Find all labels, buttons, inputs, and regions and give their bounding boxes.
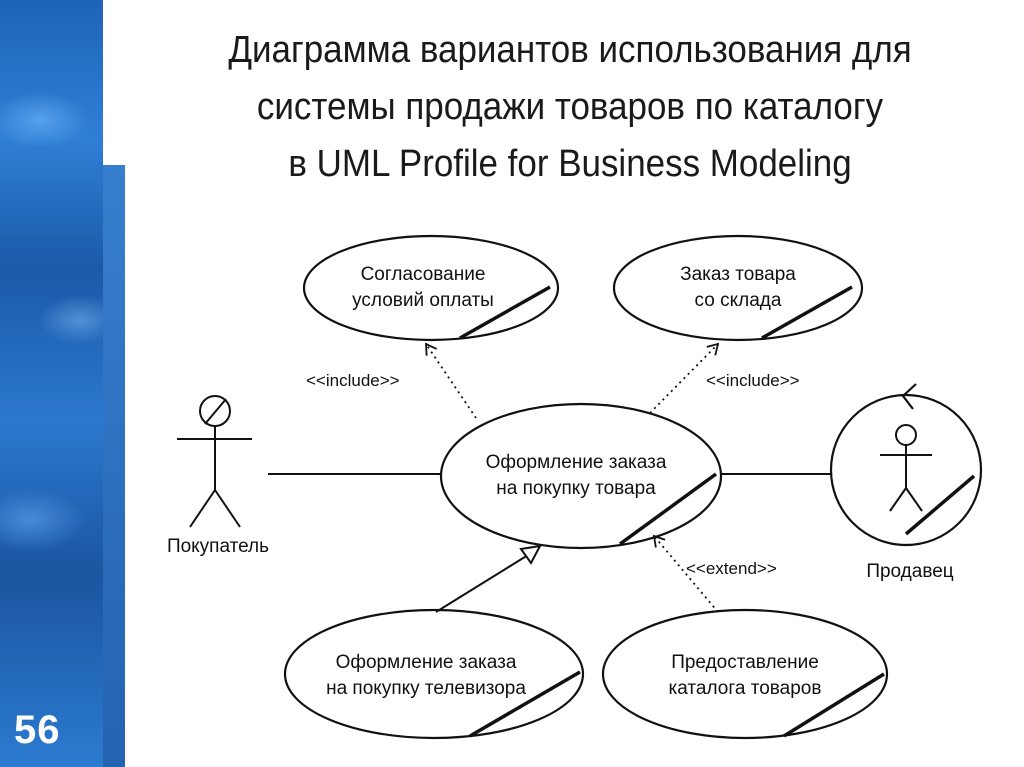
include-label-right: <<include>>	[706, 371, 800, 390]
slide-number: 56	[14, 708, 61, 752]
title-notch	[103, 0, 125, 165]
use-case-ellipse	[612, 234, 864, 342]
use-case-label-line-1: Оформление заказа	[486, 452, 667, 473]
include-label-left: <<include>>	[306, 371, 400, 390]
actor-leg-right	[905, 487, 923, 512]
use-case-label-line-1: Согласование	[361, 264, 486, 285]
include-arrow-left	[425, 342, 477, 419]
control-arrow-icon	[901, 383, 917, 410]
actor-label: Покупатель	[167, 536, 269, 557]
title-line-1: Диаграмма вариантов использования для	[228, 29, 912, 71]
business-use-case-stroke	[469, 670, 581, 738]
business-use-case-stroke	[783, 672, 885, 738]
actor-leg-left	[189, 489, 216, 528]
side-strip	[103, 0, 125, 767]
title-line-3: в UML Profile for Business Modeling	[288, 143, 852, 185]
use-case-label-line-1: Предоставление	[671, 652, 819, 673]
use-case-label-line-2: со склада	[695, 290, 782, 311]
use-case-payment-terms: Согласование условий оплаты	[302, 234, 560, 342]
extend-arrow	[652, 534, 719, 613]
actor-head-icon	[895, 424, 917, 446]
generalization-line	[435, 554, 529, 613]
use-case-ellipse	[439, 402, 723, 550]
actor-buyer: Покупатель	[167, 395, 269, 557]
use-case-label-line-2: условий оплаты	[352, 290, 494, 311]
title-line-2: системы продажи товаров по каталогу	[256, 86, 884, 128]
business-worker-stroke	[904, 474, 976, 536]
business-use-case-stroke	[459, 285, 551, 340]
business-actor-mark	[204, 398, 227, 425]
use-case-purchase-order: Оформление заказа на покупку товара	[439, 402, 723, 550]
use-case-label-line-2: на покупку телевизора	[326, 678, 526, 699]
use-case-label-line-1: Заказ товара	[680, 264, 796, 285]
use-case-warehouse-order: Заказ товара со склада	[612, 234, 864, 342]
actor-leg-right	[214, 489, 241, 528]
use-case-tv-order: Оформление заказа на покупку телевизора	[283, 608, 585, 740]
use-case-ellipse	[302, 234, 560, 342]
use-case-catalog: Предоставление каталога товаров	[601, 608, 889, 740]
use-case-ellipse	[601, 608, 889, 740]
actor-leg-left	[889, 487, 907, 512]
use-case-label-line-1: Оформление заказа	[336, 652, 517, 673]
slide-title: Диаграмма вариантов использования для си…	[170, 22, 970, 193]
extend-label: <<extend>>	[686, 559, 777, 578]
include-arrow-right	[649, 342, 720, 414]
use-case-label-line-2: на покупку товара	[496, 478, 656, 499]
use-case-label-line-2: каталога товаров	[669, 678, 822, 699]
actor-label: Продавец	[866, 561, 953, 582]
generalization-arrow	[435, 544, 542, 613]
use-case-ellipse	[283, 608, 585, 740]
business-use-case-stroke	[761, 285, 853, 340]
hollow-triangle-icon	[519, 544, 542, 565]
actor-seller: Продавец	[829, 383, 983, 582]
business-use-case-stroke	[618, 472, 718, 546]
